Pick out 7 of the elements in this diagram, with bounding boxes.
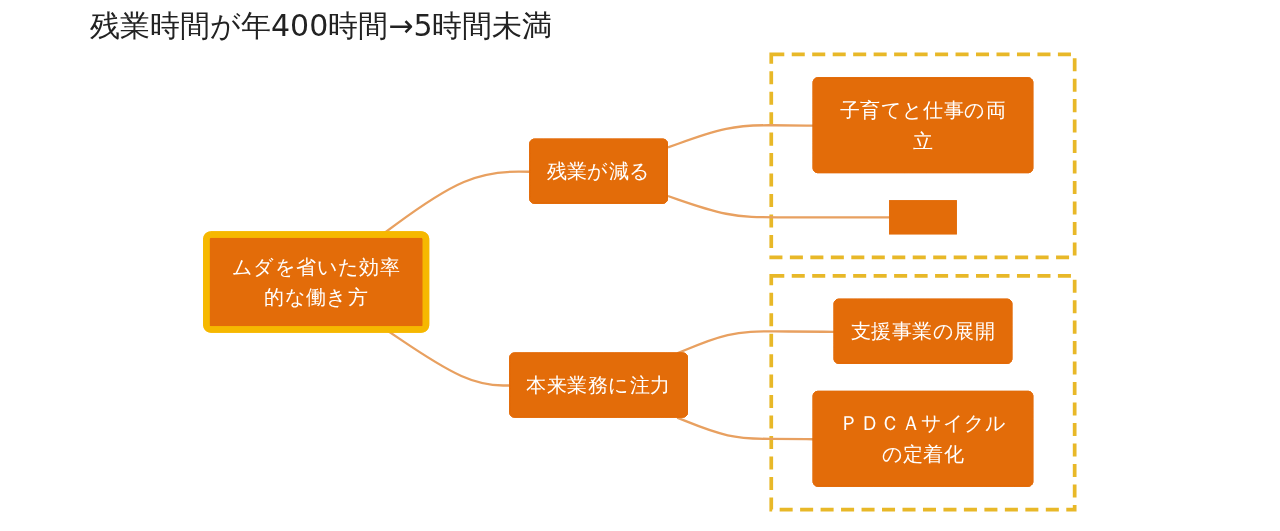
connector	[676, 416, 814, 441]
connector	[667, 124, 814, 149]
connector	[667, 194, 889, 219]
node-box	[888, 200, 957, 235]
diagram-title: 残業時間が年400時間→5時間未満	[90, 7, 554, 45]
cluster	[768, 52, 1077, 260]
cluster	[768, 274, 1077, 512]
